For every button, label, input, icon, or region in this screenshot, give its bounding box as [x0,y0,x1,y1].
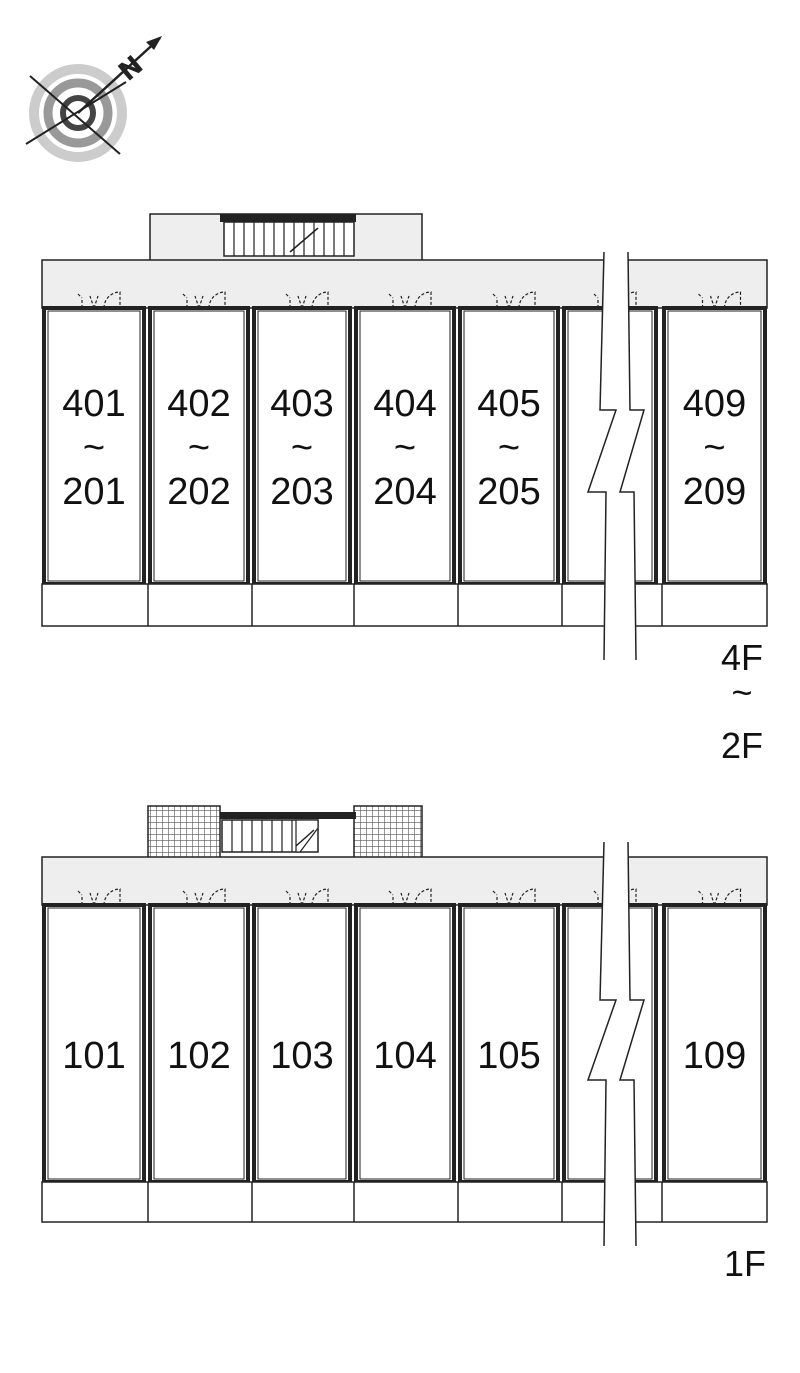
unit-number-bottom: 203 [270,471,333,513]
unit-number: 104 [373,1035,436,1077]
unit-number-separator: ~ [703,427,725,469]
door-icon [285,888,329,906]
balcony [41,583,768,627]
unit-number-bottom: 205 [477,471,540,513]
break-symbol [586,251,646,661]
unit-number: 109 [683,1035,746,1077]
unit: 401~201 [42,291,146,586]
compass-icon: N [25,36,162,162]
unit-number-separator: ~ [291,427,313,469]
bicycle-parking-left [147,805,221,859]
unit: 405~205 [458,291,560,586]
unit: 109 [662,888,767,1184]
door-icon [77,291,121,309]
door-icon [182,888,226,906]
corridor [41,259,768,309]
staircase [220,812,356,853]
door-icon [388,291,432,309]
door-icon [285,291,329,309]
break-symbol [586,841,646,1247]
unit-number-bottom: 209 [683,471,746,513]
unit-number-bottom: 204 [373,471,436,513]
door-icon [388,888,432,906]
staircase [220,214,356,257]
bicycle-parking-right [353,805,423,859]
unit-number-top: 401 [62,383,125,425]
unit-number-separator: ~ [394,427,416,469]
floor-label-bottom: 2F [721,725,763,766]
unit: 102 [148,888,250,1184]
unit-number-top: 409 [683,383,746,425]
balcony [41,1181,768,1223]
unit-number-bottom: 201 [62,471,125,513]
unit-number-separator: ~ [498,427,520,469]
corridor [41,856,768,906]
unit-number-bottom: 202 [167,471,230,513]
door-icon [492,291,536,309]
compass-north-label: N [113,50,149,87]
door-icon [698,291,742,309]
unit-number-top: 402 [167,383,230,425]
upper-floor-plan: 401~201402~202403~203404~204405~205409~2… [41,213,768,766]
door-icon [492,888,536,906]
door-icon [77,888,121,906]
unit-number-top: 405 [477,383,540,425]
unit-number: 105 [477,1035,540,1077]
unit: 105 [458,888,560,1184]
floor-label-sep: ~ [731,672,752,713]
floor-label: 1F [724,1243,766,1284]
door-icon [698,888,742,906]
unit-number: 101 [62,1035,125,1077]
unit: 103 [252,888,352,1184]
unit-number-top: 403 [270,383,333,425]
unit-number: 102 [167,1035,230,1077]
unit: 402~202 [148,291,250,586]
unit: 101 [42,888,146,1184]
unit-number: 103 [270,1035,333,1077]
unit: 404~204 [354,291,456,586]
unit: 409~209 [662,291,767,586]
door-icon [182,291,226,309]
unit-number-separator: ~ [83,427,105,469]
unit: 403~203 [252,291,352,586]
unit-number-top: 404 [373,383,436,425]
unit-number-separator: ~ [188,427,210,469]
unit: 104 [354,888,456,1184]
floor-label-top: 4F [721,637,763,678]
lower-floor-plan: 101 102 103 104 105 109 1F [41,805,768,1284]
